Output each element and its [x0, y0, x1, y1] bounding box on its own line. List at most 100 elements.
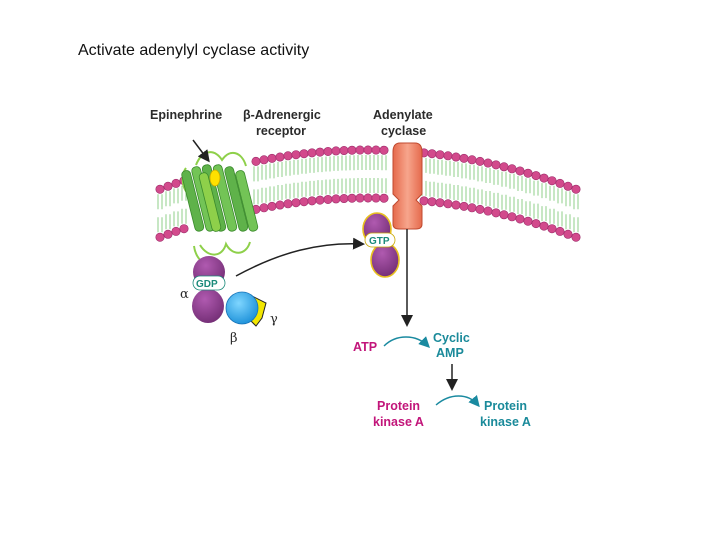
- lipid-head: [531, 171, 541, 181]
- lipid-head: [427, 149, 437, 159]
- lipid-head: [515, 166, 525, 176]
- lipid-head: [251, 156, 261, 166]
- lipid-head: [283, 151, 293, 161]
- lipid-head: [259, 203, 269, 213]
- beta-subunit-label: β: [230, 331, 238, 346]
- lipid-head: [315, 195, 325, 205]
- lipid-head: [435, 150, 445, 160]
- camp-label-line2: AMP: [436, 346, 464, 360]
- lipid-head: [555, 226, 565, 236]
- lipid-head: [275, 152, 285, 162]
- lipid-head: [363, 145, 373, 155]
- lipid-head: [459, 201, 469, 211]
- lipid-head: [499, 210, 509, 220]
- lipid-head: [347, 145, 357, 155]
- lipid-head: [443, 151, 453, 161]
- lipid-head: [435, 198, 445, 208]
- lipid-head: [459, 153, 469, 163]
- alpha-subunit-label: α: [180, 287, 189, 302]
- g-protein-heterotrimer: [192, 256, 267, 327]
- lipid-head: [451, 200, 461, 210]
- lipid-head: [163, 229, 173, 239]
- lipid-head: [563, 229, 573, 239]
- lipid-head: [155, 232, 165, 242]
- lipid-head: [555, 178, 565, 188]
- lipid-head: [571, 184, 581, 194]
- lipid-head: [323, 194, 333, 204]
- lipid-head: [179, 224, 189, 234]
- lipid-head: [491, 208, 501, 218]
- lipid-head: [267, 153, 277, 163]
- membrane-outer-leaflet: [155, 145, 581, 194]
- lipid-head: [443, 199, 453, 209]
- lipid-head: [531, 219, 541, 229]
- lipid-head: [523, 168, 533, 178]
- lipid-head: [467, 203, 477, 213]
- lipid-head: [307, 148, 317, 158]
- epinephrine-ligand: [209, 169, 221, 187]
- lipid-head: [339, 194, 349, 204]
- lipid-head: [291, 150, 301, 160]
- receptor-label-line1: β-Adrenergic: [243, 108, 321, 122]
- lipid-head: [483, 158, 493, 168]
- lipid-head: [427, 197, 437, 207]
- membrane-lipid-tails: [157, 155, 579, 233]
- lipid-head: [539, 221, 549, 231]
- receptor-label-line2: receptor: [256, 124, 306, 138]
- lipid-head: [539, 173, 549, 183]
- lipid-head: [507, 164, 517, 174]
- lipid-head: [563, 181, 573, 191]
- lipid-head: [507, 212, 517, 222]
- lipid-head: [547, 224, 557, 234]
- gtp-label: GTP: [369, 236, 390, 247]
- lipid-head: [315, 147, 325, 157]
- lipid-head: [171, 226, 181, 236]
- lipid-head: [275, 200, 285, 210]
- adenylate-cyclase-label-line2: cyclase: [381, 124, 426, 138]
- gamma-subunit-label: γ: [270, 312, 278, 327]
- lipid-head: [475, 204, 485, 214]
- lipid-head: [547, 176, 557, 186]
- lipid-head: [299, 149, 309, 159]
- lipid-head: [571, 232, 581, 242]
- pka-active-label-line1: Protein: [484, 399, 527, 413]
- lipid-head: [499, 162, 509, 172]
- epinephrine-label: Epinephrine: [150, 108, 222, 122]
- lipid-head: [291, 198, 301, 208]
- beta-adrenergic-receptor: [181, 151, 259, 267]
- camp-label-line1: Cyclic: [433, 331, 470, 345]
- lipid-head: [339, 146, 349, 156]
- pka-activation-arrow: [435, 394, 480, 408]
- lipid-head: [299, 197, 309, 207]
- epinephrine-binding-arrow: [192, 139, 210, 163]
- lipid-head: [355, 145, 365, 155]
- lipid-head: [363, 193, 373, 203]
- lipid-head: [467, 155, 477, 165]
- pka-inactive-label-line1: Protein: [377, 399, 420, 413]
- g-protein-activation-arrow: [235, 237, 365, 277]
- lipid-head: [515, 214, 525, 224]
- lipid-head: [419, 196, 429, 206]
- membrane-inner-leaflet: [155, 193, 581, 242]
- lipid-head: [379, 145, 389, 155]
- pka-inactive-label-line2: kinase A: [373, 415, 424, 429]
- adenylate-cyclase: [392, 142, 423, 230]
- lipid-head: [483, 206, 493, 216]
- lipid-head: [171, 178, 181, 188]
- lipid-head: [163, 181, 173, 191]
- lipid-head: [347, 193, 357, 203]
- lipid-head: [307, 196, 317, 206]
- lipid-head: [259, 155, 269, 165]
- lipid-head: [155, 184, 165, 194]
- lipid-head: [475, 156, 485, 166]
- slide-title: Activate adenylyl cyclase activity: [78, 42, 310, 59]
- lipid-head: [491, 160, 501, 170]
- lipid-head: [267, 201, 277, 211]
- lipid-head: [371, 193, 381, 203]
- pka-active-label-line2: kinase A: [480, 415, 531, 429]
- lipid-head: [323, 146, 333, 156]
- lipid-head: [331, 146, 341, 156]
- lipid-head: [379, 193, 389, 203]
- lipid-head: [451, 152, 461, 162]
